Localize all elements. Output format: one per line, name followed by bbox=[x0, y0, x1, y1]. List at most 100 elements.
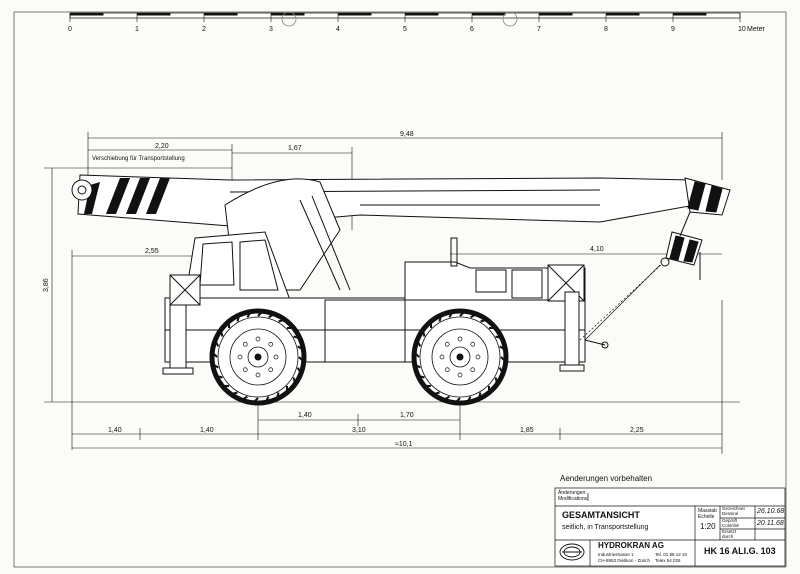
tire-tread bbox=[498, 367, 505, 376]
tire-tread bbox=[477, 392, 482, 401]
tire-tread bbox=[500, 356, 508, 364]
scale-tick-label: 1 bbox=[135, 26, 139, 33]
dimension-labels: 9,48 2,20 Verschiebung für Transportstel… bbox=[43, 131, 644, 448]
checked-date: 20.11.68 bbox=[757, 520, 784, 527]
tire-tread bbox=[296, 367, 303, 376]
scale-tick-label: 7 bbox=[537, 26, 541, 33]
scale-bar-segment bbox=[472, 13, 506, 16]
tire-tread bbox=[441, 395, 450, 402]
dim-bottom-right2: 2,25 bbox=[630, 427, 644, 434]
tire-tread bbox=[495, 335, 504, 340]
wheel-bolt bbox=[475, 354, 481, 360]
tire-tread bbox=[214, 374, 223, 379]
changes-reserved-note: Aenderungen vorbehalten bbox=[560, 474, 653, 483]
rear-wheel bbox=[209, 308, 307, 406]
wheel-bolt bbox=[470, 367, 476, 373]
tire-tread bbox=[275, 392, 280, 401]
dim-boom-mid: 1,67 bbox=[288, 145, 302, 152]
wheel-bolt bbox=[242, 341, 248, 347]
tire-tread bbox=[480, 318, 489, 323]
tire-tread bbox=[229, 391, 238, 396]
title-block-frame bbox=[554, 487, 786, 567]
tire-tread bbox=[293, 335, 302, 340]
tire-tread bbox=[251, 397, 259, 405]
tire-tread bbox=[499, 345, 508, 352]
drawing-subtitle: seitlich, in Transportstellung bbox=[562, 524, 649, 531]
tire-tread bbox=[268, 312, 277, 319]
scale-tick-label: 0 bbox=[68, 26, 72, 33]
tire-tread bbox=[416, 374, 425, 379]
tire-tread bbox=[494, 377, 499, 386]
scale-bar-segment bbox=[539, 13, 573, 16]
tire-tread bbox=[278, 318, 287, 323]
tire-tread bbox=[465, 396, 472, 405]
wheel-bolt bbox=[457, 336, 463, 342]
wheel-bolt bbox=[273, 354, 279, 360]
drawn-date: 26.10.68 bbox=[757, 508, 785, 515]
scale-tick-label: 4 bbox=[336, 26, 340, 33]
tire-tread bbox=[431, 391, 440, 396]
dim-bottom-total: ≈10,1 bbox=[395, 441, 413, 448]
tire-tread bbox=[412, 362, 421, 369]
dim-boom-shift: 2,20 bbox=[155, 143, 169, 150]
dim-bottom-left2: 1,40 bbox=[200, 427, 214, 434]
tire-tread bbox=[448, 309, 455, 318]
wheel-bolt bbox=[268, 341, 274, 347]
replaced-label: Ersetzt durch bbox=[722, 529, 737, 539]
tire-tread bbox=[236, 313, 241, 322]
scale-tick-label: 2 bbox=[202, 26, 206, 33]
hook-block bbox=[660, 177, 731, 280]
company-telex: Telex 54 026 bbox=[655, 558, 681, 563]
company-logo bbox=[559, 543, 585, 561]
wheel-bolt bbox=[268, 367, 274, 373]
tire-tread bbox=[213, 338, 220, 347]
scale-tick-label: 8 bbox=[604, 26, 608, 33]
tire-tread bbox=[297, 345, 306, 352]
dim-bottom-mid: 3,10 bbox=[352, 427, 366, 434]
scale-tick-label: 9 bbox=[671, 26, 675, 33]
wheel-bolt bbox=[470, 341, 476, 347]
drawing-title: GESAMTANSICHT bbox=[562, 510, 640, 520]
tire-tread bbox=[239, 395, 248, 402]
wheel-bolt bbox=[439, 354, 445, 360]
wheel-bolt bbox=[457, 372, 463, 378]
tire-tread bbox=[438, 313, 443, 322]
front-wheel bbox=[411, 308, 509, 406]
tire-tread bbox=[459, 309, 467, 317]
punch-holes bbox=[281, 11, 518, 27]
dim-front-to-hook: 4,10 bbox=[590, 246, 604, 253]
scale-label: Masstab Echelle bbox=[698, 508, 717, 520]
wheel-bolt bbox=[444, 341, 450, 347]
drawn-label: Gezeichnet Dessiné bbox=[722, 506, 745, 516]
tire-tread bbox=[412, 350, 420, 358]
wheel-bolt bbox=[255, 336, 261, 342]
scale-bar-segment bbox=[606, 13, 640, 16]
boom-hazard-stripes bbox=[84, 178, 170, 214]
scale-unit-label: Meter bbox=[747, 26, 766, 33]
tire-tread bbox=[210, 350, 218, 358]
scale-bar-segment bbox=[405, 13, 439, 16]
tire-tread bbox=[210, 362, 219, 369]
dim-cab-to-front: 2,55 bbox=[145, 248, 159, 255]
scale-tick-label: 6 bbox=[470, 26, 474, 33]
scale-tick-label: 3 bbox=[269, 26, 273, 33]
wheel-bolt bbox=[255, 372, 261, 378]
scale-tick-label: 5 bbox=[403, 26, 407, 33]
scale-bar-segment bbox=[70, 13, 104, 16]
scale-value: 1:20 bbox=[700, 522, 716, 531]
tire-tread bbox=[453, 397, 461, 405]
tire-tread bbox=[246, 309, 253, 318]
tire-tread bbox=[292, 377, 297, 386]
crane-vehicle bbox=[71, 174, 731, 375]
changes-label-fr: Modifications: bbox=[558, 496, 589, 502]
wheel-bolt bbox=[444, 367, 450, 373]
company-name: HYDROKRAN AG bbox=[598, 541, 664, 550]
tire-tread bbox=[257, 309, 265, 317]
wheel-bolt bbox=[237, 354, 243, 360]
tire-tread bbox=[415, 338, 422, 347]
drawing-number: HK 16 ALI.G. 103 bbox=[704, 546, 776, 556]
tire-tread bbox=[219, 328, 224, 337]
scale-bar-segment bbox=[338, 13, 372, 16]
